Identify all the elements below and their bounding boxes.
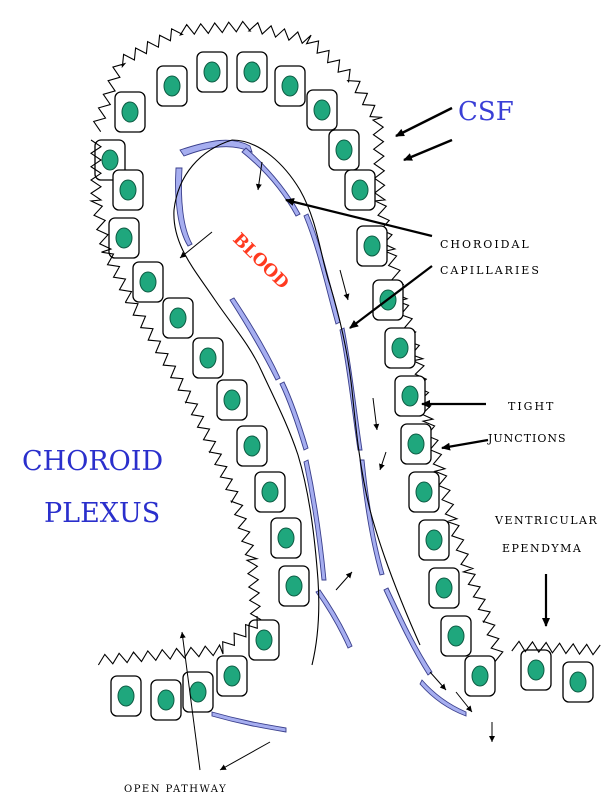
tight-junction-arrow-2 bbox=[442, 440, 488, 448]
cell-nucleus bbox=[278, 528, 294, 548]
choroid-plexus-label-line2: PLEXUS bbox=[44, 498, 160, 529]
tight-junctions-label-line1: TIGHT bbox=[508, 400, 555, 413]
cell-nucleus bbox=[122, 102, 138, 122]
cell-nucleus bbox=[224, 666, 240, 686]
capillary-strip bbox=[384, 588, 432, 675]
cell-nucleus bbox=[164, 76, 180, 96]
cell-nucleus bbox=[408, 434, 424, 454]
cell-nucleus bbox=[426, 530, 442, 550]
cell-nucleus bbox=[314, 100, 330, 120]
capillary-strip bbox=[176, 168, 193, 246]
cell-nucleus bbox=[436, 578, 452, 598]
csf-arrow-1 bbox=[396, 108, 452, 136]
cell-nucleus bbox=[200, 348, 216, 368]
blood-label: BLOOD bbox=[228, 229, 292, 293]
capillary-strip bbox=[280, 382, 308, 450]
cell-nucleus bbox=[102, 150, 118, 170]
ventricular-ependyma-label-line2: EPENDYMA bbox=[502, 542, 582, 555]
cell-nucleus bbox=[244, 436, 260, 456]
cell-nucleus bbox=[472, 666, 488, 686]
choroidal-capillaries-label-line1: CHOROIDAL bbox=[440, 238, 531, 251]
open-pathway-label: OPEN PATHWAY bbox=[124, 784, 227, 795]
cell-nucleus bbox=[448, 626, 464, 646]
capillary-strip bbox=[304, 460, 326, 580]
capillary-strip bbox=[230, 298, 280, 380]
capillary-strip bbox=[242, 148, 300, 216]
cell-nucleus bbox=[204, 62, 220, 82]
csf-label: CSF bbox=[458, 97, 514, 127]
cell-nucleus bbox=[352, 180, 368, 200]
cell-nucleus bbox=[170, 308, 186, 328]
epithelial-cells bbox=[95, 52, 593, 720]
capillary-strip bbox=[340, 328, 362, 450]
cell-nucleus bbox=[402, 386, 418, 406]
cell-nucleus bbox=[286, 576, 302, 596]
cell-nucleus bbox=[116, 228, 132, 248]
tight-junctions-label-line2: JUNCTIONS bbox=[487, 432, 567, 445]
cell-nucleus bbox=[364, 236, 380, 256]
capillary-strip bbox=[212, 712, 286, 732]
cell-nucleus bbox=[282, 76, 298, 96]
choroid-plexus-label-line1: CHOROID bbox=[22, 446, 163, 477]
capillary-strip bbox=[304, 214, 340, 324]
capillary-strip bbox=[420, 680, 466, 716]
cell-nucleus bbox=[120, 180, 136, 200]
cell-nucleus bbox=[244, 62, 260, 82]
cell-nucleus bbox=[140, 272, 156, 292]
cell-nucleus bbox=[416, 482, 432, 502]
cell-nucleus bbox=[256, 630, 272, 650]
cell-nucleus bbox=[190, 682, 206, 702]
cell-nucleus bbox=[158, 690, 174, 710]
csf-arrow-2 bbox=[404, 140, 452, 160]
ventricular-ependyma-label-line1: VENTRICULAR bbox=[494, 514, 598, 527]
stroma-right-wall bbox=[232, 140, 420, 645]
cell-nucleus bbox=[118, 686, 134, 706]
cell-nucleus bbox=[262, 482, 278, 502]
cell-nucleus bbox=[528, 660, 544, 680]
cell-nucleus bbox=[392, 338, 408, 358]
capillary-strip bbox=[180, 140, 252, 156]
cell-nucleus bbox=[336, 140, 352, 160]
choroidal-capillaries-label-line2: CAPILLARIES bbox=[440, 264, 541, 277]
cell-nucleus bbox=[224, 390, 240, 410]
capillary-strip bbox=[316, 590, 352, 648]
cell-nucleus bbox=[570, 672, 586, 692]
